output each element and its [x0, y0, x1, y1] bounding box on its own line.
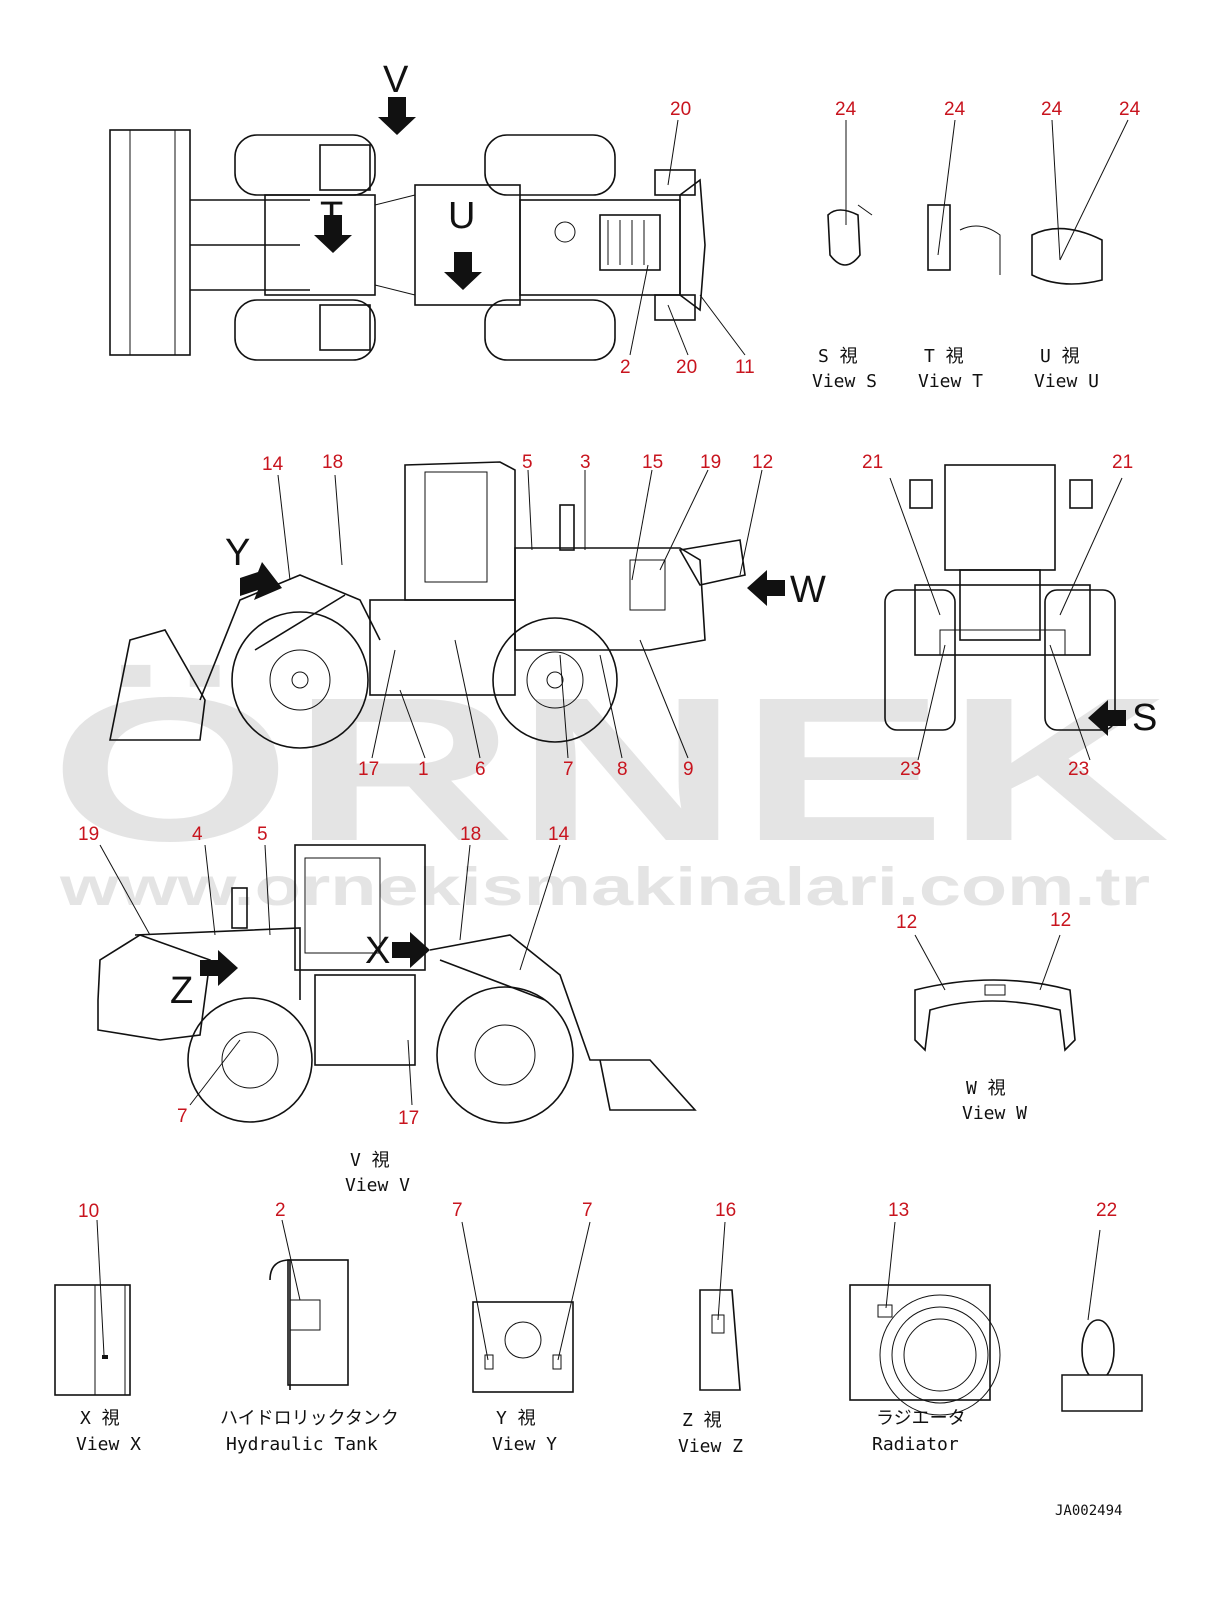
view-t-detail [927, 119, 1001, 275]
tag-detail [1061, 1229, 1143, 1412]
caption-hyd-en: Hydraulic Tank [226, 1434, 378, 1455]
caption-view-z-en: View Z [678, 1436, 743, 1457]
watermark-site: www.ornekismakinalari.com.tr [59, 857, 1150, 917]
top-view [109, 119, 746, 361]
caption-view-y-jp: Y 視 [496, 1408, 536, 1429]
callout-top-20b: 20 [676, 357, 697, 378]
hydraulic-tank-detail [269, 1219, 349, 1390]
callout-side-8: 8 [617, 759, 628, 780]
callout-y-7b: 7 [582, 1200, 593, 1221]
view-x-detail [54, 1219, 131, 1396]
view-letter-y: Y [225, 532, 250, 574]
watermark-brand: ÖRNEK [50, 655, 1170, 884]
callout-v-7: 7 [177, 1106, 188, 1127]
callout-w-12b: 12 [1050, 910, 1071, 931]
callout-v-18: 18 [460, 824, 481, 845]
callout-side-7: 7 [563, 759, 574, 780]
callout-v-4: 4 [192, 824, 203, 845]
callout-x-10: 10 [78, 1201, 99, 1222]
view-letter-x: X [365, 930, 390, 972]
caption-view-u-jp: U 視 [1040, 346, 1080, 367]
caption-view-v-en: View V [345, 1175, 410, 1196]
side-view-left [97, 844, 697, 1124]
caption-view-x-en: View X [76, 1434, 141, 1455]
callout-rear-21b: 21 [1112, 452, 1133, 473]
view-w-detail [914, 934, 1076, 1052]
caption-view-x-jp: X 視 [80, 1408, 120, 1429]
arrow-down-v-icon [378, 97, 416, 135]
callout-side-5: 5 [522, 452, 533, 473]
callout-tag-22: 22 [1096, 1200, 1117, 1221]
caption-view-z-jp: Z 視 [682, 1410, 722, 1431]
radiator-detail [849, 1221, 1001, 1416]
callout-v-14: 14 [548, 824, 570, 845]
callout-top-2: 2 [620, 357, 631, 378]
callout-side-6: 6 [475, 759, 486, 780]
caption-view-t-en: View T [918, 371, 983, 392]
drawing-code: JA002494 [1055, 1503, 1122, 1519]
callout-top-20a: 20 [670, 99, 691, 120]
arrow-right-x-icon [392, 932, 430, 968]
view-u-detail [1031, 119, 1129, 285]
callout-y-7a: 7 [452, 1200, 463, 1221]
callout-v-19: 19 [78, 824, 99, 845]
arrow-right-z-icon [200, 950, 238, 986]
caption-view-w-en: View W [962, 1103, 1027, 1124]
caption-view-s-en: View S [812, 371, 877, 392]
caption-view-s-jp: S 視 [818, 346, 858, 367]
caption-view-u-en: View U [1034, 371, 1099, 392]
arrow-left-w-icon [747, 570, 785, 606]
callout-t-24: 24 [944, 99, 966, 120]
arrow-down-u-icon [444, 252, 482, 290]
caption-view-w-jp: W 視 [966, 1078, 1006, 1099]
callout-u-24b: 24 [1119, 99, 1141, 120]
callout-side-15: 15 [642, 452, 663, 473]
view-letter-u: U [448, 195, 475, 237]
callout-side-1: 1 [418, 759, 429, 780]
callout-v-5: 5 [257, 824, 268, 845]
arrow-left-s-icon [1088, 700, 1126, 736]
callout-rear-21a: 21 [862, 452, 883, 473]
callout-w-12a: 12 [896, 912, 917, 933]
rear-view [884, 464, 1123, 761]
callout-side-18: 18 [322, 452, 343, 473]
view-s-detail [827, 120, 873, 266]
callout-top-11: 11 [735, 357, 755, 378]
view-letter-w: W [790, 569, 826, 611]
callout-rad-13: 13 [888, 1200, 909, 1221]
callout-u-24a: 24 [1041, 99, 1063, 120]
view-letter-v: V [383, 59, 409, 101]
view-letter-s: S [1132, 697, 1157, 739]
callout-side-3: 3 [580, 452, 591, 473]
view-z-detail [699, 1221, 741, 1391]
callout-side-12: 12 [752, 452, 773, 473]
caption-rad-en: Radiator [872, 1434, 959, 1455]
arrow-down-t-icon [314, 215, 352, 253]
caption-view-v-jp: V 視 [350, 1150, 390, 1171]
callout-side-17: 17 [358, 759, 379, 780]
caption-view-y-en: View Y [492, 1434, 557, 1455]
view-y-detail [461, 1221, 591, 1393]
callout-s-24: 24 [835, 99, 857, 120]
callout-rear-23a: 23 [900, 759, 921, 780]
caption-rad-jp: ラジエータ [876, 1408, 966, 1429]
view-letter-z: Z [170, 970, 193, 1012]
callout-rear-23b: 23 [1068, 759, 1089, 780]
callout-side-14: 14 [262, 454, 284, 475]
callout-hyd-2: 2 [275, 1200, 286, 1221]
callout-side-19: 19 [700, 452, 721, 473]
watermark: ÖRNEK www.ornekismakinalari.com.tr [50, 655, 1170, 917]
caption-view-t-jp: T 視 [924, 346, 964, 367]
side-view-right [109, 461, 763, 759]
callout-z-16: 16 [715, 1200, 736, 1221]
caption-hyd-jp: ハイドロリックタンク [220, 1408, 399, 1429]
callout-side-9: 9 [683, 759, 694, 780]
arrow-right-y-icon [240, 562, 282, 600]
callout-v-17: 17 [398, 1108, 419, 1129]
